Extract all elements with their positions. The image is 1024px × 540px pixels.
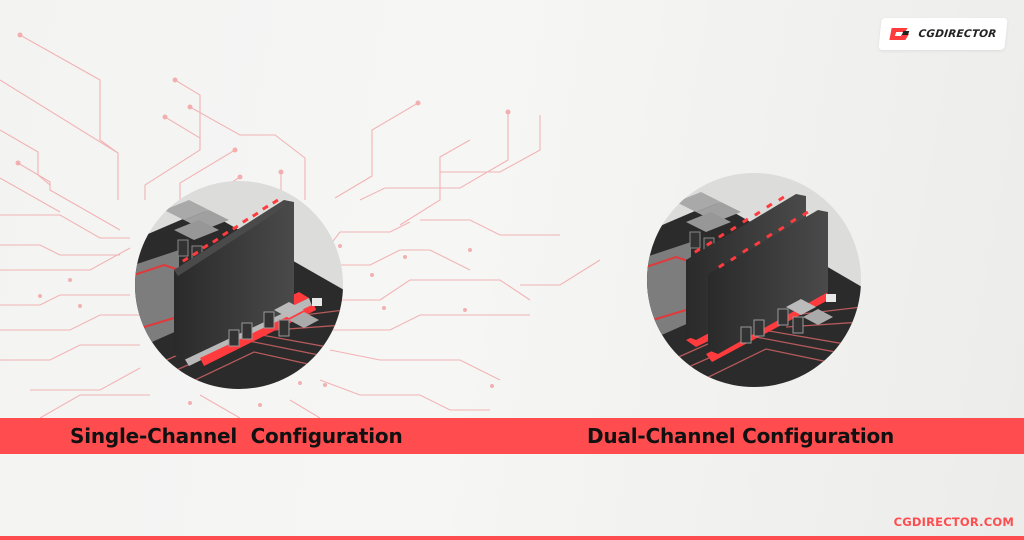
cgdirector-logo[interactable]: CGDIRECTOR [878, 18, 1008, 50]
title-banner: Single-Channel Configuration Dual-Channe… [0, 418, 1024, 454]
single-channel-label: Single-Channel Configuration [70, 424, 403, 448]
logo-text: CGDIRECTOR [917, 28, 998, 40]
single-channel-ram-illustration [134, 180, 344, 390]
website-url: CGDIRECTOR.COM [893, 515, 1014, 529]
bottom-accent-line [0, 536, 1024, 540]
dual-channel-label: Dual-Channel Configuration [587, 424, 895, 448]
dual-channel-ram-illustration [646, 172, 862, 388]
cgdirector-logo-icon [889, 28, 910, 40]
